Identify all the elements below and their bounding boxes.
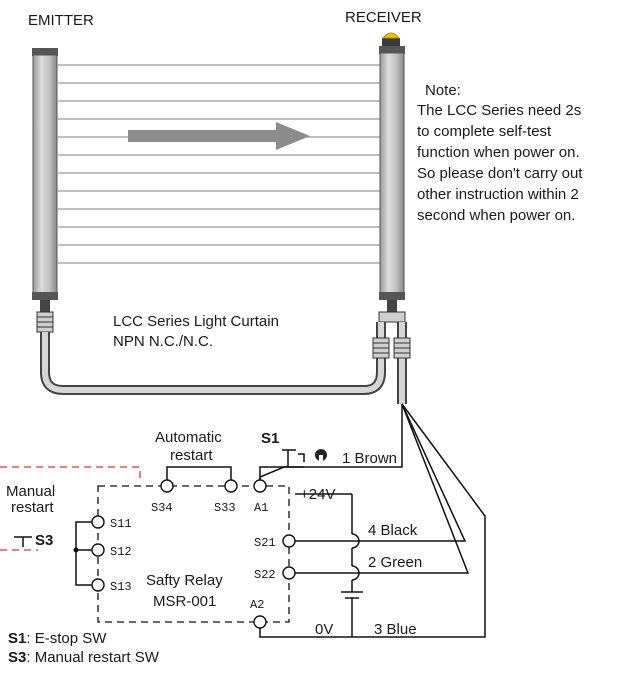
emitter-bar — [32, 48, 58, 333]
receiver-bar — [378, 46, 406, 323]
legend-s1-key: S1 — [8, 630, 26, 647]
wire-label-black: 4 Black — [368, 522, 418, 539]
note-line: to complete self-test — [417, 123, 552, 140]
terminal-label: A1 — [254, 501, 268, 515]
safety-relay-box — [97, 485, 290, 623]
s3-label: S3 — [35, 532, 53, 549]
wire-label-blue: 3 Blue — [374, 621, 417, 638]
note-line: function when power on. — [417, 144, 580, 161]
auto-restart-label: Automatic — [155, 429, 222, 446]
wire-label-green: 2 Green — [368, 554, 422, 571]
wire-bundle — [259, 403, 486, 638]
legend-s3: S3: Manual restart SW — [8, 649, 160, 666]
legend: S1: E-stop SW S3: Manual restart SW — [8, 630, 160, 666]
terminal-label: S21 — [254, 536, 276, 550]
curtain-type: NPN N.C./N.C. — [113, 333, 213, 350]
note-block: Note: The LCC Series need 2s to complete… — [417, 82, 583, 224]
receiver-label: RECEIVER — [345, 9, 422, 26]
relay-name: Safty Relay — [146, 572, 223, 589]
note-line: other instruction within 2 — [417, 186, 579, 203]
manual-restart-dashed-lines — [0, 466, 141, 551]
link-cable — [40, 332, 386, 395]
terminal-label: S13 — [110, 580, 132, 594]
note-line: The LCC Series need 2s — [417, 102, 581, 119]
arrow-right-icon — [128, 122, 310, 150]
terminal-label: S22 — [254, 568, 276, 582]
terminal-label: S11 — [110, 517, 132, 531]
terminal-label: S33 — [214, 501, 236, 515]
receiver-connectors — [372, 322, 411, 404]
auto-restart-label: restart — [170, 447, 213, 464]
manual-restart-label: restart — [11, 499, 54, 516]
manual-restart-label: Manual — [6, 483, 55, 500]
light-beams — [58, 64, 380, 264]
note-line: second when power on. — [417, 207, 575, 224]
plus24-label: +24V — [300, 486, 335, 503]
zero-v-label: 0V — [315, 621, 333, 638]
crossover-wire — [341, 494, 363, 637]
terminal-label: A2 — [250, 598, 264, 612]
note-line: So please don't carry out — [417, 165, 583, 182]
terminal-label: S12 — [110, 545, 132, 559]
legend-s1: S1: E-stop SW — [8, 630, 107, 647]
indicator-lamp-icon — [381, 32, 401, 46]
wire-label-brown: 1 Brown — [342, 450, 397, 467]
terminal-circles — [91, 479, 296, 629]
s1-label: S1 — [261, 430, 279, 447]
emitter-label: EMITTER — [28, 12, 94, 29]
pushbutton-icon — [14, 536, 32, 547]
legend-s1-desc: : E-stop SW — [26, 630, 107, 647]
terminal-label: S34 — [151, 501, 173, 515]
relay-model: MSR-001 — [153, 593, 216, 610]
auto-restart-link — [166, 466, 232, 486]
note-line: Note: — [425, 82, 461, 99]
legend-s3-key: S3 — [8, 649, 26, 666]
legend-s3-desc: : Manual restart SW — [26, 649, 159, 666]
curtain-name: LCC Series Light Curtain — [113, 313, 279, 330]
